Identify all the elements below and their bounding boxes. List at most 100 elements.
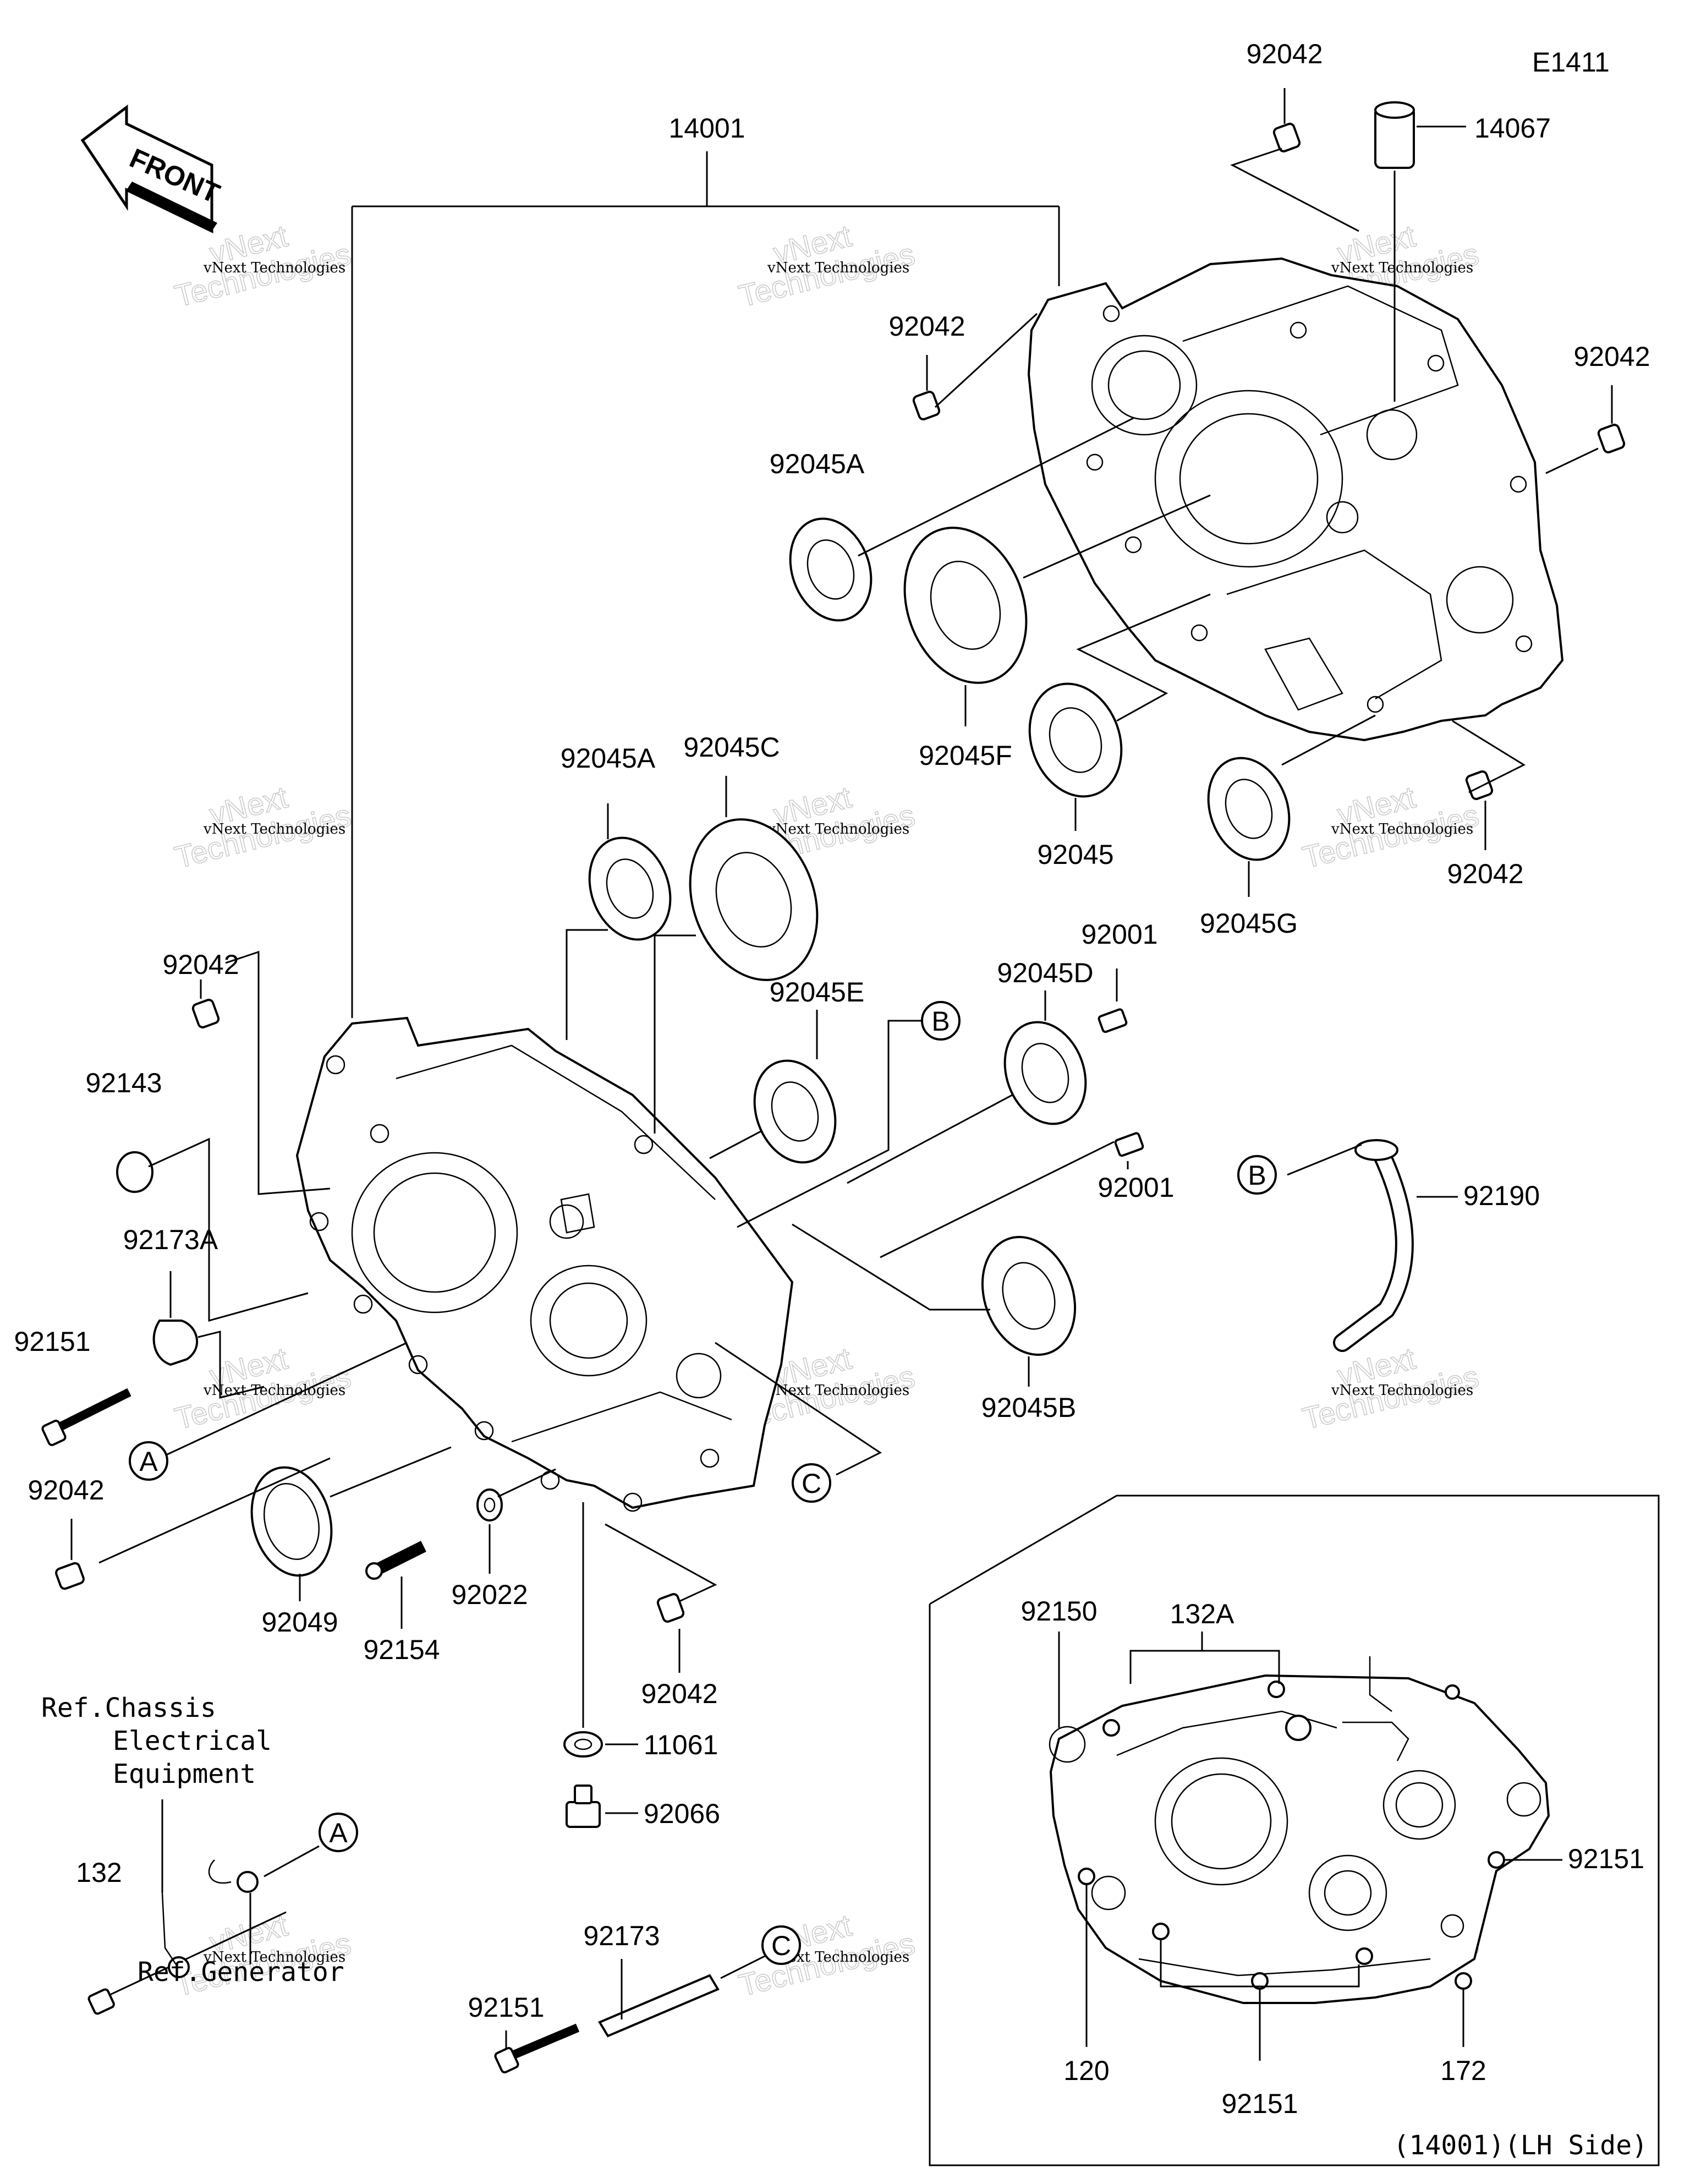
watermark: Technologies vNext vNext Technologies	[171, 779, 355, 875]
svg-text:vNext Technologies: vNext Technologies	[203, 260, 345, 276]
bolt-132	[87, 1911, 287, 2015]
bearing-92045F	[903, 527, 1028, 684]
label-92150: 92150	[1020, 1596, 1097, 1627]
bearing-92045B	[981, 1236, 1077, 1356]
label-11061: 11061	[644, 1729, 718, 1760]
svg-text:C: C	[771, 1930, 791, 1961]
label-92049: 92049	[261, 1607, 338, 1638]
fitting-92154	[365, 1541, 426, 1580]
callout-circle-B-upper: B	[921, 1001, 961, 1041]
plug-92066	[566, 1785, 601, 1828]
label-92173A: 92173A	[123, 1224, 218, 1255]
label-92045C: 92045C	[683, 732, 780, 763]
label-132: 132	[76, 1857, 122, 1888]
label-92143: 92143	[85, 1068, 162, 1098]
watermark: Technologies vNext vNext Technologies	[171, 217, 355, 314]
svg-text:A: A	[329, 1818, 348, 1848]
label-14001: 14001	[668, 113, 745, 144]
inset-lh-side: 132A 92150 92151 120 92151 172 (14001)(L…	[929, 1495, 1660, 2166]
label-120: 120	[1063, 2055, 1109, 2086]
washer-92022	[476, 1488, 503, 1521]
dowel-pin-92042	[1597, 424, 1626, 453]
dowel-pin-92042	[1465, 770, 1494, 800]
label-92042: 92042	[641, 1678, 717, 1709]
callout-circle-A-bottom: A	[319, 1813, 358, 1852]
svg-text:vNext Technologies: vNext Technologies	[1331, 821, 1473, 838]
label-92042: 92042	[1573, 341, 1650, 372]
callout-circle-C-upper: C	[792, 1463, 831, 1503]
svg-text:C: C	[802, 1468, 821, 1499]
label-132A: 132A	[1170, 1599, 1234, 1629]
label-92001: 92001	[1081, 919, 1157, 950]
svg-text:vNext Technologies: vNext Technologies	[767, 821, 909, 838]
gasket-11061	[563, 1731, 603, 1758]
bearing-92045G	[1207, 757, 1291, 861]
oil-seal-92049	[250, 1466, 333, 1577]
bolt-92151-left	[41, 1388, 131, 1447]
bolt-92001-upper	[1098, 1008, 1128, 1033]
dowel-pin-92042	[191, 999, 220, 1028]
watermark: Technologies vNext vNext Technologies	[171, 1907, 355, 2003]
watermark: Technologies vNext vNext Technologies	[735, 1907, 919, 2003]
bracket-14001	[351, 151, 1060, 1018]
bearing-92045E	[753, 1059, 837, 1164]
ref-generator: Ref.Generator	[138, 1957, 344, 1988]
dowel-pin-92042	[55, 1562, 85, 1590]
collar-92143	[116, 1151, 153, 1193]
label-92042: 92042	[1246, 39, 1323, 69]
label-92042: 92042	[28, 1475, 104, 1506]
sleeve-14067	[1374, 101, 1415, 169]
reference-notes: Ref.Chassis Electrical Equipment Ref.Gen…	[41, 1693, 344, 1988]
label-92151: 92151	[1221, 2088, 1298, 2119]
clamp-92173A	[152, 1320, 198, 1366]
callout-circle-A-left: A	[129, 1441, 168, 1481]
svg-text:vNext Technologies: vNext Technologies	[1331, 260, 1473, 276]
label-92173: 92173	[583, 1920, 660, 1951]
label-92042: 92042	[888, 311, 965, 342]
front-arrow-icon: FRONT	[80, 105, 224, 233]
ref-chassis-line1: Ref.Chassis	[41, 1693, 216, 1723]
watermark: Technologies vNext vNext Technologies	[171, 1340, 355, 1436]
ref-chassis-line2: Electrical	[113, 1726, 272, 1756]
bearing-92045A-upper	[789, 517, 873, 622]
svg-text:vNext Technologies: vNext Technologies	[767, 1382, 909, 1399]
label-92045D: 92045D	[997, 957, 1093, 988]
label-92190: 92190	[1463, 1180, 1540, 1211]
bolt-92151-bottom	[494, 2023, 580, 2074]
label-92001: 92001	[1098, 1172, 1174, 1203]
label-92042: 92042	[162, 949, 239, 980]
svg-text:vNext Technologies: vNext Technologies	[767, 260, 909, 276]
svg-text:B: B	[1248, 1160, 1266, 1191]
label-92045A: 92045A	[561, 743, 656, 774]
callout-circle-C-bottom: C	[761, 1925, 801, 1965]
label-92045G: 92045G	[1200, 908, 1298, 939]
dowel-pin-92042	[1272, 123, 1301, 152]
label-172: 172	[1440, 2055, 1486, 2086]
label-92151: 92151	[1568, 1843, 1644, 1874]
part-labels: 14001 92042 14067 92042 92042 92045A 920…	[14, 39, 1650, 2023]
svg-text:vNext Technologies: vNext Technologies	[203, 1949, 345, 1966]
bearing-92045A-lower	[588, 836, 672, 941]
label-92045E: 92045E	[770, 977, 864, 1008]
label-92045B: 92045B	[981, 1392, 1076, 1423]
clamp-92173	[598, 1974, 720, 2038]
callout-circle-B-lower: B	[1237, 1155, 1277, 1195]
bolt-92001-lower	[1114, 1132, 1144, 1157]
label-92154: 92154	[363, 1634, 440, 1665]
ref-chassis-line3: Equipment	[113, 1759, 256, 1789]
label-92045A: 92045A	[770, 448, 865, 479]
crankcase-left-half	[295, 1016, 794, 1512]
dowel-pin-92042	[656, 1593, 685, 1623]
label-92042: 92042	[1447, 858, 1523, 889]
watermark: Technologies vNext vNext Technologies	[1299, 1340, 1483, 1436]
watermark: Technologies vNext vNext Technologies	[735, 217, 919, 314]
label-92066: 92066	[644, 1798, 720, 1829]
svg-text:A: A	[139, 1446, 158, 1477]
inset-caption: (14001)(LH Side)	[1393, 2130, 1648, 2161]
svg-text:vNext Technologies: vNext Technologies	[1331, 1382, 1473, 1399]
label-14067: 14067	[1474, 113, 1551, 144]
label-92045: 92045	[1037, 839, 1113, 870]
crankcase-right-half	[1027, 257, 1564, 742]
bearing-92045D	[1003, 1021, 1087, 1125]
